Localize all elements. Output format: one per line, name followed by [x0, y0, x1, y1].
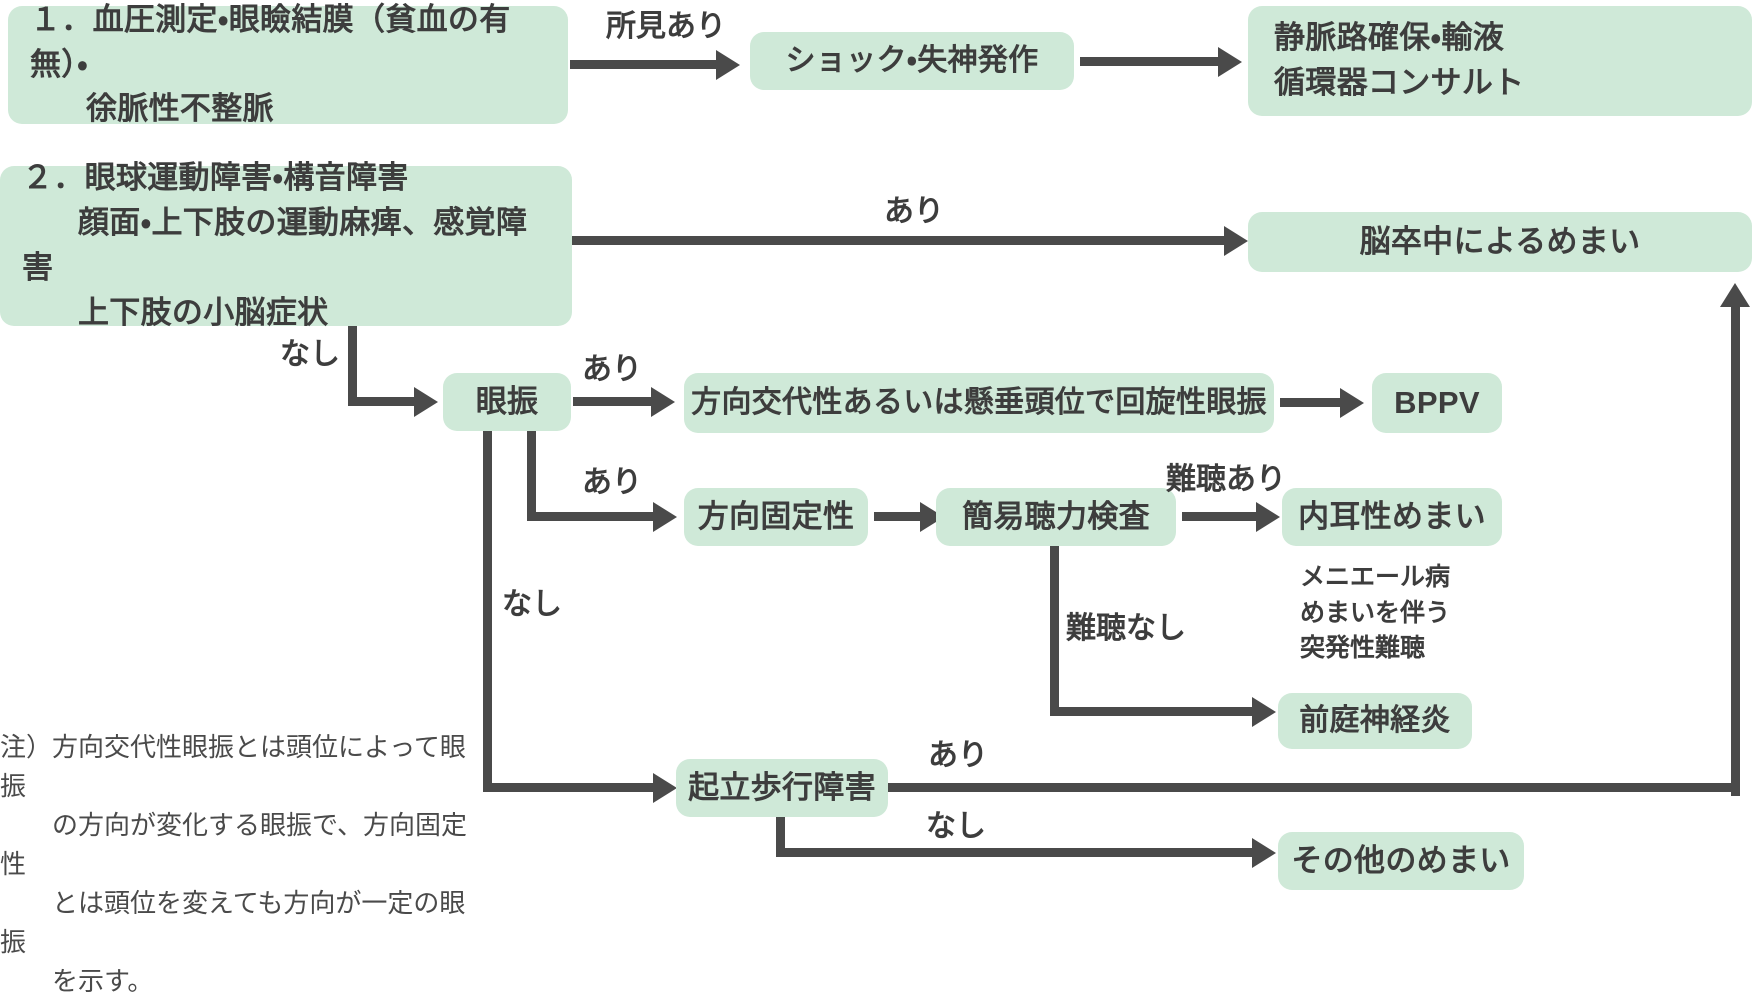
edge-hearing-to-inner-ear — [1182, 512, 1258, 521]
node-bppv-label: BPPV — [1394, 384, 1480, 420]
edge-step2-to-nystagmus — [348, 397, 416, 406]
edge-hearing-down — [1050, 546, 1059, 716]
node-stroke-label: 脳卒中によるめまい — [1359, 223, 1641, 259]
edge-label-hearing-loss-present: 難聴あり — [1166, 463, 1286, 496]
node-inner-ear-label: 内耳性めまい — [1298, 498, 1486, 534]
arrowhead-gait-to-other — [1252, 838, 1276, 868]
node-bppv-criteria: 方向交代性あるいは懸垂頭位で回旋性眼振 — [684, 373, 1274, 433]
node-other-dizziness-label: その他のめまい — [1291, 842, 1511, 878]
node-iv-line-text: 静脈路確保・輸液 循環器コンサルト — [1274, 16, 1524, 106]
edge-label-absent-step2: なし — [280, 338, 340, 371]
arrowhead-step2-to-nystagmus — [414, 387, 438, 417]
node-step2-number: ２． — [22, 160, 85, 196]
node-shock: ショック・失神発作 — [750, 32, 1074, 90]
arrowhead-riser-to-stroke — [1720, 283, 1750, 307]
node-direction-fixed: 方向固定性 — [684, 488, 868, 546]
arrowhead-nystagmus-to-bppvcrit — [651, 387, 675, 417]
node-nystagmus: 眼振 — [443, 373, 571, 431]
edge-nystagmus-to-df — [527, 512, 655, 521]
node-iv-line-line1: 静脈路確保・輸液 — [1274, 20, 1505, 56]
node-vestibular-neuritis: 前庭神経炎 — [1278, 693, 1472, 749]
arrowhead-nystagmus-to-df — [653, 502, 677, 532]
node-step1-line2: 徐脈性不整脈 — [86, 91, 274, 127]
edge-nystagmus-down-to-df — [527, 431, 536, 521]
arrowhead-shock-to-iv — [1218, 47, 1242, 77]
node-inner-ear-note: メニエール病 めまいを伴う 突発性難聴 — [1300, 563, 1451, 662]
node-stroke: 脳卒中によるめまい — [1248, 212, 1752, 272]
edge-shock-to-iv — [1080, 57, 1220, 66]
node-vestibular-neuritis-label: 前庭神経炎 — [1299, 704, 1451, 738]
edge-nystagmus-down-long — [483, 431, 492, 787]
edge-step2-down — [348, 326, 357, 406]
arrowhead-step2-to-stroke — [1224, 226, 1248, 256]
arrowhead-nystagmus-to-gait — [653, 773, 677, 803]
node-step2-line3: 上下肢の小脳症状 — [78, 294, 329, 330]
arrowhead-step1-to-shock — [716, 50, 740, 80]
edge-label-hearing-loss-absent: 難聴なし — [1066, 612, 1186, 645]
edge-gait-to-riser — [888, 783, 1736, 792]
edge-hearing-to-vn — [1050, 707, 1254, 716]
node-nystagmus-label: 眼振 — [475, 383, 539, 419]
node-hearing-test-label: 簡易聴力検査 — [962, 498, 1150, 534]
node-gait-disorder: 起立歩行障害 — [676, 759, 888, 817]
arrowhead-hearing-to-inner-ear — [1256, 502, 1280, 532]
edge-nystagmus-to-gait — [483, 783, 655, 792]
edge-gait-riser-to-stroke — [1731, 306, 1740, 796]
arrowhead-hearing-to-vn — [1252, 697, 1276, 727]
edge-label-present-direction-fixed: あり — [582, 466, 642, 499]
node-hearing-test: 簡易聴力検査 — [936, 488, 1176, 546]
edge-step2-to-stroke — [572, 236, 1226, 245]
node-other-dizziness: その他のめまい — [1278, 832, 1524, 890]
node-step1-text: １．血圧測定・眼瞼結膜（貧血の有無）・ 徐脈性不整脈 — [30, 0, 546, 132]
node-step1-number: １． — [30, 1, 93, 37]
node-direction-fixed-label: 方向固定性 — [697, 498, 855, 534]
edge-label-gait-absent: なし — [926, 810, 986, 843]
edge-label-present-bppv: あり — [582, 353, 642, 386]
node-bppv: BPPV — [1372, 373, 1502, 433]
node-step2-line2: 顔面・上下肢の運動麻痺、感覚障害 — [22, 205, 528, 285]
edge-label-gait-present: あり — [928, 739, 988, 772]
node-step2-text: ２．眼球運動障害・構音障害 顔面・上下肢の運動麻痺、感覚障害 上下肢の小脳症状 — [22, 156, 550, 336]
edge-nystagmus-to-bppvcrit — [573, 397, 653, 406]
node-step1-line1: 血圧測定・眼瞼結膜（貧血の有無）・ — [30, 1, 511, 82]
node-iv-line: 静脈路確保・輸液 循環器コンサルト — [1248, 6, 1752, 116]
edge-label-findings-present: 所見あり — [606, 10, 726, 43]
arrowhead-bppvcrit-to-bppv — [1340, 388, 1364, 418]
edge-gait-to-other — [776, 848, 1254, 857]
node-iv-line-line2: 循環器コンサルト — [1274, 65, 1525, 100]
edge-df-to-hearing — [874, 512, 922, 521]
node-shock-label: ショック・失神発作 — [785, 44, 1039, 78]
node-bppv-criteria-label: 方向交代性あるいは懸垂頭位で回旋性眼振 — [691, 386, 1267, 420]
edge-bppvcrit-to-bppv — [1280, 398, 1342, 407]
node-step1: １．血圧測定・眼瞼結膜（貧血の有無）・ 徐脈性不整脈 — [8, 2, 568, 126]
node-inner-ear: 内耳性めまい — [1282, 488, 1502, 546]
edge-gait-down — [776, 817, 785, 857]
node-step2-line1: 眼球運動障害・構音障害 — [84, 160, 409, 196]
edge-label-present-stroke: あり — [884, 195, 944, 228]
footnote: 注）方向交代性眼振とは頭位によって眼振 の方向が変化する眼振で、方向固定性 とは… — [0, 732, 467, 996]
edge-label-absent-nystagmus: なし — [502, 588, 562, 621]
node-gait-disorder-label: 起立歩行障害 — [688, 769, 876, 805]
edge-step1-to-shock — [570, 60, 718, 69]
node-step2: ２．眼球運動障害・構音障害 顔面・上下肢の運動麻痺、感覚障害 上下肢の小脳症状 — [0, 160, 572, 330]
